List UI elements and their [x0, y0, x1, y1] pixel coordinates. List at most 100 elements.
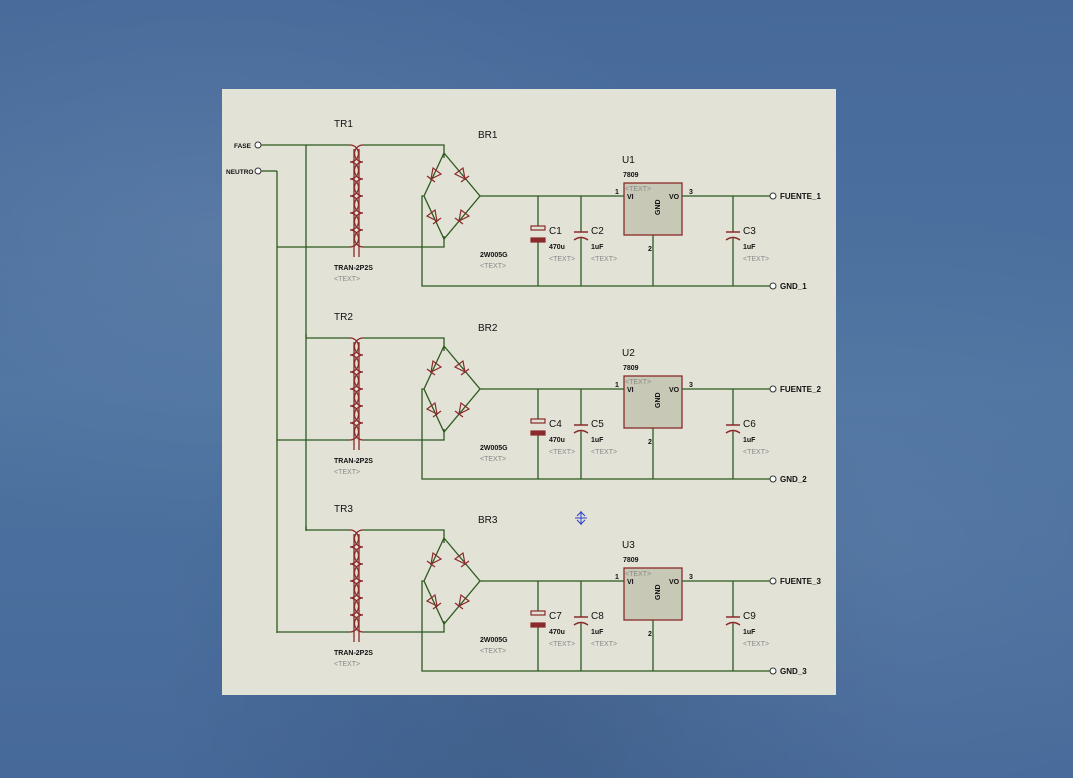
c-in-label: C2	[591, 226, 604, 237]
c-out-text: <TEXT>	[743, 256, 769, 263]
transformer-secondary-coil	[353, 144, 364, 248]
pin-vi-label: VI	[627, 387, 634, 394]
bridge-label: BR2	[478, 323, 498, 334]
bridge-outline	[423, 537, 481, 626]
electrolytic-cap-plate	[530, 430, 546, 436]
electrolytic-cap-plate	[530, 622, 546, 628]
pin-vo-label: VO	[669, 387, 680, 394]
c-out-value: 1uF	[743, 629, 756, 636]
output-label: FUENTE_2	[780, 385, 821, 394]
bridge-label: BR3	[478, 515, 498, 526]
transformer-model: TRAN-2P2S	[334, 458, 373, 465]
output-terminal	[769, 385, 777, 393]
bridge-outline	[423, 152, 481, 241]
diode-bar	[454, 217, 464, 225]
transformer-secondary-coil	[353, 337, 364, 441]
diode-bar	[460, 560, 470, 568]
transformer-label: TR2	[334, 312, 353, 323]
pin-vo-label: VO	[669, 194, 680, 201]
bridge-diode	[425, 593, 442, 610]
diode-bar	[432, 602, 442, 610]
pin-1-label: 1	[615, 382, 619, 389]
bridge-diode	[454, 593, 471, 610]
output-label: FUENTE_3	[780, 577, 821, 586]
pin-gnd-label: GND	[655, 199, 662, 215]
ground-terminal	[769, 475, 777, 483]
bridge-diode	[425, 401, 442, 418]
cap-plate	[725, 236, 741, 241]
c-out-label: C6	[743, 419, 756, 430]
bridge-text: <TEXT>	[480, 648, 506, 655]
pin-3-label: 3	[689, 382, 693, 389]
c-elec-text: <TEXT>	[549, 641, 575, 648]
fase-label: FASE	[234, 143, 252, 150]
bridge-model: 2W005G	[480, 445, 508, 452]
c-out-value: 1uF	[743, 437, 756, 444]
diode-bar	[426, 368, 436, 376]
pin-vi-label: VI	[627, 579, 634, 586]
bridge-label: BR1	[478, 130, 498, 141]
pin-3-label: 3	[689, 574, 693, 581]
pin-1-label: 1	[615, 189, 619, 196]
c-elec-label: C4	[549, 419, 562, 430]
c-in-text: <TEXT>	[591, 449, 617, 456]
c-elec-text: <TEXT>	[549, 449, 575, 456]
diode-bar	[460, 368, 470, 376]
regulator-body	[623, 567, 683, 621]
cap-plate	[573, 236, 589, 241]
electrolytic-cap-plate	[530, 225, 546, 231]
bridge-diode	[426, 551, 443, 568]
secondary-bottom-wire	[363, 429, 445, 441]
c-in-label: C5	[591, 419, 604, 430]
secondary-top-wire	[363, 144, 445, 158]
c-out-label: C3	[743, 226, 756, 237]
secondary-top-wire	[363, 529, 445, 543]
regulator-model: 7809	[623, 557, 639, 564]
regulator-model: 7809	[623, 365, 639, 372]
ground-rail	[421, 388, 770, 480]
regulator-body	[623, 182, 683, 236]
cap-plate	[573, 429, 589, 434]
neutro-terminal	[254, 167, 262, 175]
electrolytic-cap-plate	[530, 237, 546, 243]
transformer-text: <TEXT>	[334, 469, 360, 476]
pin-2-label: 2	[648, 439, 652, 446]
c-in-text: <TEXT>	[591, 256, 617, 263]
neutro-label: NEUTRO	[226, 169, 253, 176]
pin-gnd-label: GND	[655, 584, 662, 600]
cursor-marker	[575, 511, 587, 525]
diode-bar	[426, 560, 436, 568]
diode-triangle	[458, 208, 471, 223]
electrolytic-cap-plate	[530, 418, 546, 424]
transformer-primary-coil	[349, 529, 360, 633]
bridge-diode	[426, 166, 443, 183]
cursor-arrows	[576, 511, 586, 525]
bridge-diode	[453, 166, 470, 183]
secondary-top-wire	[363, 337, 445, 351]
regulator-body	[623, 375, 683, 429]
pin-gnd-label: GND	[655, 392, 662, 408]
bridge-text: <TEXT>	[480, 456, 506, 463]
bridge-outline	[423, 345, 481, 434]
secondary-bottom-wire	[363, 621, 445, 633]
diode-triangle	[453, 551, 466, 566]
diode-triangle	[453, 359, 466, 374]
c-in-text: <TEXT>	[591, 641, 617, 648]
diode-triangle	[458, 593, 471, 608]
c-out-label: C9	[743, 611, 756, 622]
c-out-text: <TEXT>	[743, 641, 769, 648]
regulator-model: 7809	[623, 172, 639, 179]
c-in-value: 1uF	[591, 437, 604, 444]
pin-vo-label: VO	[669, 579, 680, 586]
c-in-label: C8	[591, 611, 604, 622]
fase-terminal	[254, 141, 262, 149]
diode-bar	[432, 410, 442, 418]
transformer-model: TRAN-2P2S	[334, 265, 373, 272]
diode-bar	[454, 410, 464, 418]
diode-bar	[426, 175, 436, 183]
ground-label: GND_1	[780, 282, 807, 291]
diode-triangle	[430, 551, 443, 566]
c-elec-text: <TEXT>	[549, 256, 575, 263]
regulator-text-inside: <TEXT>	[625, 379, 651, 386]
diode-triangle	[425, 208, 438, 223]
